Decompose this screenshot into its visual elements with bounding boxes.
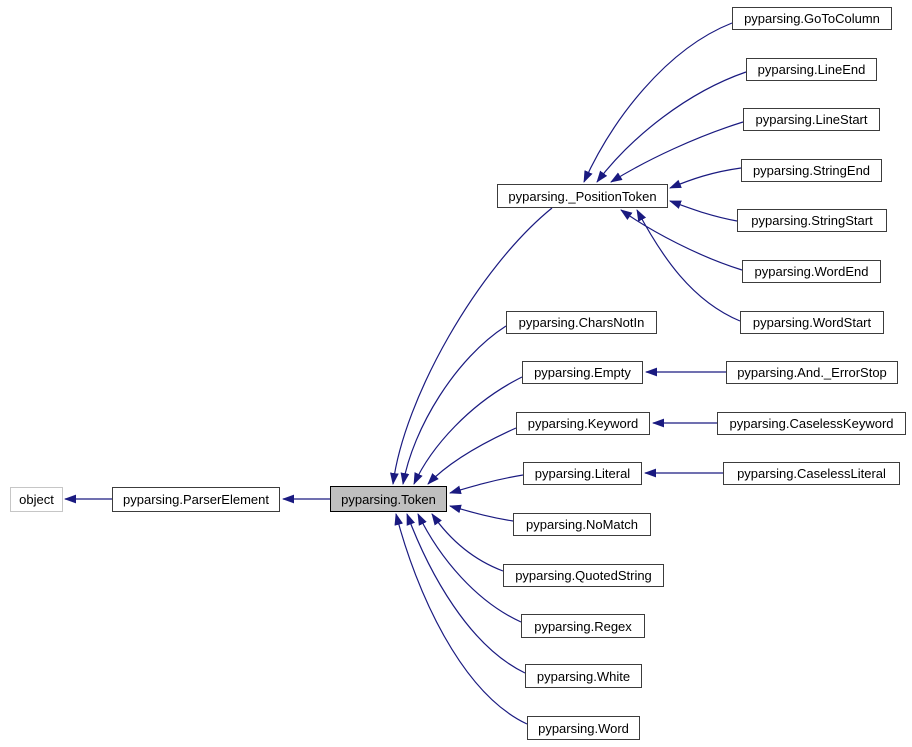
inheritance-edge-PositionToken-to-Token — [390, 207, 553, 485]
class-node-ParserElement[interactable]: pyparsing.ParserElement — [112, 487, 280, 512]
class-node-ErrorStop[interactable]: pyparsing.And._ErrorStop — [726, 361, 898, 384]
inheritance-edge-StringStart-to-PositionToken — [669, 200, 738, 222]
class-node-PositionToken[interactable]: pyparsing._PositionToken — [497, 184, 668, 208]
class-node-White[interactable]: pyparsing.White — [525, 664, 642, 688]
class-node-CaselessKeyword[interactable]: pyparsing.CaselessKeyword — [717, 412, 906, 435]
inheritance-edge-Empty-to-Token — [413, 376, 523, 485]
inheritance-edge-WordStart-to-PositionToken — [636, 209, 741, 322]
class-node-StringEnd[interactable]: pyparsing.StringEnd — [741, 159, 882, 182]
class-node-object: object — [10, 487, 63, 512]
class-node-GoToColumn[interactable]: pyparsing.GoToColumn — [732, 7, 892, 30]
class-node-CaselessLiteral[interactable]: pyparsing.CaselessLiteral — [723, 462, 900, 485]
inheritance-edge-NoMatch-to-Token — [449, 504, 514, 522]
class-node-StringStart[interactable]: pyparsing.StringStart — [737, 209, 887, 232]
class-node-Word[interactable]: pyparsing.Word — [527, 716, 640, 740]
inheritance-edge-GoToColumn-to-PositionToken — [583, 22, 733, 183]
inheritance-edge-Literal-to-Token — [449, 474, 524, 495]
class-node-Literal[interactable]: pyparsing.Literal — [523, 462, 642, 485]
class-node-LineStart[interactable]: pyparsing.LineStart — [743, 108, 880, 131]
class-node-Token: pyparsing.Token — [330, 486, 447, 512]
class-node-WordEnd[interactable]: pyparsing.WordEnd — [742, 260, 881, 283]
class-node-Empty[interactable]: pyparsing.Empty — [522, 361, 643, 384]
inheritance-edge-WordEnd-to-PositionToken — [620, 209, 743, 271]
class-node-Regex[interactable]: pyparsing.Regex — [521, 614, 645, 638]
inheritance-edge-QuotedString-to-Token — [431, 513, 504, 572]
inheritance-edge-White-to-Token — [406, 513, 526, 674]
class-node-WordStart[interactable]: pyparsing.WordStart — [740, 311, 884, 334]
class-node-LineEnd[interactable]: pyparsing.LineEnd — [746, 58, 877, 81]
inheritance-edge-CharsNotIn-to-Token — [400, 325, 507, 485]
inheritance-edge-LineStart-to-PositionToken — [610, 121, 744, 183]
inheritance-edge-Keyword-to-Token — [427, 427, 517, 485]
inheritance-edge-StringEnd-to-PositionToken — [669, 167, 742, 189]
class-node-NoMatch[interactable]: pyparsing.NoMatch — [513, 513, 651, 536]
class-node-Keyword[interactable]: pyparsing.Keyword — [516, 412, 650, 435]
inheritance-edge-LineEnd-to-PositionToken — [596, 71, 747, 183]
class-node-QuotedString[interactable]: pyparsing.QuotedString — [503, 564, 664, 587]
class-node-CharsNotIn[interactable]: pyparsing.CharsNotIn — [506, 311, 657, 334]
inheritance-edge-Word-to-Token — [394, 513, 528, 725]
inheritance-edge-Regex-to-Token — [417, 513, 522, 623]
